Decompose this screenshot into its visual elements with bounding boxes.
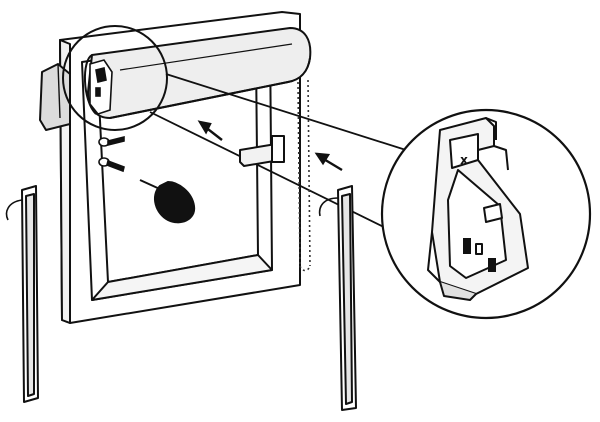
screw-upper [98,135,125,147]
zoom-connector-lines [149,73,407,237]
x-mark-label: x [460,153,468,167]
arrow-cassette-icon [197,120,223,141]
zoom-circle-small [62,25,168,131]
guide-rail-left [5,185,39,403]
left-end-cap [39,63,71,131]
screwdriver-icon [139,179,196,224]
screw-lower [98,157,125,173]
arrow-guide-rail-icon [314,152,343,172]
zoom-circle-large: x [380,108,592,320]
guide-rail-right [318,185,357,411]
window-handle [239,135,285,167]
blind-cassette [83,27,312,119]
bracket-detail-large [427,117,529,301]
bead-chain-cord [297,79,311,272]
bracket-detail-small [89,59,113,115]
